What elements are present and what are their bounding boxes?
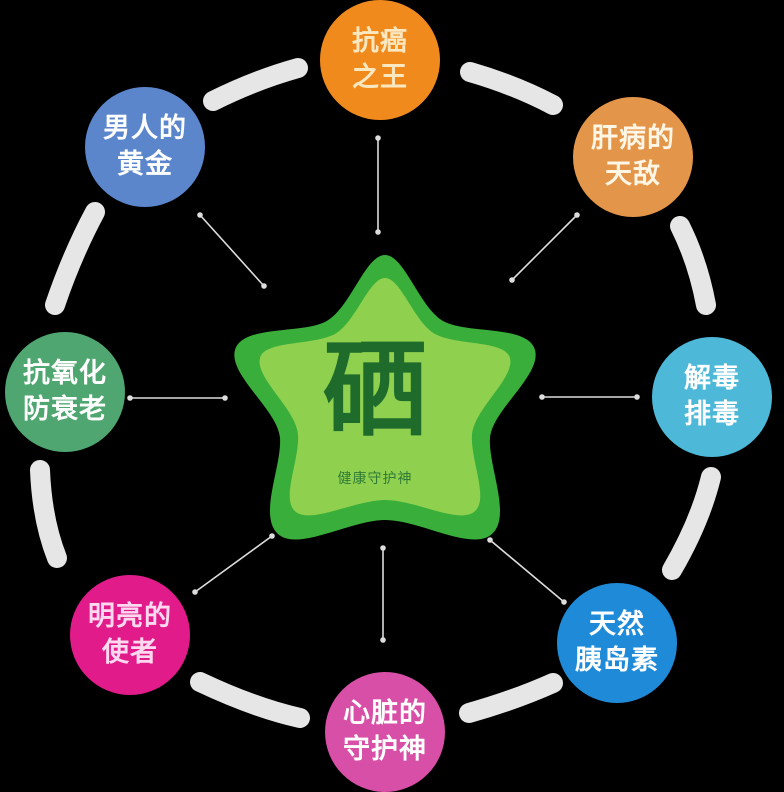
node-label-line2: 之王 xyxy=(352,62,408,93)
ring-arc xyxy=(662,467,721,580)
node-label-line1: 抗氧化 xyxy=(23,358,107,389)
center-star xyxy=(234,255,536,540)
center-subtitle: 健康守护神 xyxy=(337,471,413,487)
node-label-line2: 使者 xyxy=(102,637,158,668)
node-label-line2: 黄金 xyxy=(117,149,173,180)
node-right: 解毒 排毒 xyxy=(652,337,772,457)
ring-arc xyxy=(459,673,563,723)
node-label-line1: 明亮的 xyxy=(88,601,172,632)
node-label-line1: 天然 xyxy=(589,609,645,640)
node-bottom: 心脏的 守护神 xyxy=(325,672,445,792)
node-label-line1: 抗癌 xyxy=(352,26,408,57)
node-label-line1: 心脏的 xyxy=(343,698,427,729)
connectors xyxy=(127,135,640,643)
connector-line xyxy=(511,214,578,281)
center-title: 硒 xyxy=(322,328,427,451)
node-top: 抗癌 之王 xyxy=(320,0,440,120)
ring-segments xyxy=(30,58,721,728)
connector-line xyxy=(199,214,265,287)
node-label-line1: 男人的 xyxy=(103,113,187,144)
node-label-line2: 天敌 xyxy=(605,159,661,190)
ring-arc xyxy=(190,672,310,728)
node-label-line2: 守护神 xyxy=(343,734,427,765)
node-label-line1: 肝病的 xyxy=(591,123,675,154)
ring-arc xyxy=(670,216,716,315)
ring-arc xyxy=(460,62,563,115)
ring-arc xyxy=(45,202,105,315)
node-top-right: 肝病的 天敌 xyxy=(573,97,693,217)
node-top-left: 男人的 黄金 xyxy=(85,87,205,207)
node-bottom-right: 天然 胰岛素 xyxy=(557,583,677,703)
connector-line xyxy=(194,535,273,593)
node-bottom-left: 明亮的 使者 xyxy=(70,575,190,695)
ring-arc xyxy=(203,58,308,111)
node-left: 抗氧化 防衰老 xyxy=(5,332,125,452)
connector-line xyxy=(489,539,565,603)
node-label-line2: 防衰老 xyxy=(23,394,107,425)
node-label-line2: 排毒 xyxy=(684,399,740,430)
node-label-line1: 解毒 xyxy=(684,363,740,394)
ring-arc xyxy=(30,460,67,568)
node-label-line2: 胰岛素 xyxy=(575,645,659,676)
